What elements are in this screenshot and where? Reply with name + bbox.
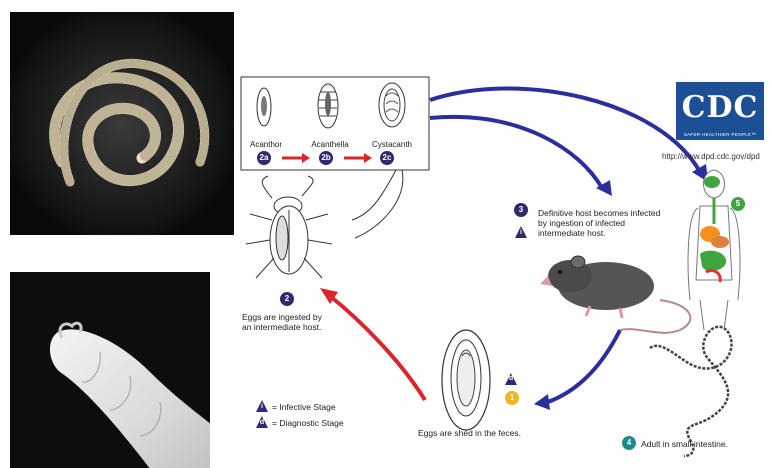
cdc-tagline: SAFER·HEALTHIER·PEOPLE™ <box>676 132 764 137</box>
adult-worm-drawing <box>650 327 732 456</box>
eggs-text: Eggs are shed in the feces. <box>418 428 521 438</box>
step3-badge: 3 <box>514 203 528 217</box>
step3-text: Definitive host becomes infected by inge… <box>538 208 668 238</box>
badge-2a: 2a <box>257 151 271 165</box>
legend-infective-symbol: i <box>256 403 268 410</box>
step3-i-symbol: i <box>515 229 527 236</box>
step4-badge: 4 <box>622 436 636 450</box>
cockroach-intermediate-host <box>246 176 332 278</box>
cdc-logo: CDC SAFER·HEALTHIER·PEOPLE™ <box>676 82 764 140</box>
blue-arrow-to-rat <box>430 117 602 188</box>
red-curved-arrow <box>330 296 425 400</box>
acanthella-larva <box>318 84 338 128</box>
step4-text: Adult in small intestine. <box>641 439 728 449</box>
acanthella-label: Acanthella <box>308 140 352 149</box>
acanthor-larva <box>257 88 271 126</box>
blue-arrow-to-eggs <box>548 330 620 402</box>
legend-diagnostic-symbol: d <box>256 419 268 426</box>
cystacanth-larva <box>379 83 405 127</box>
human-definitive-host <box>688 170 740 330</box>
badge-2c: 2c <box>380 151 394 165</box>
blue-arrow-to-human <box>430 88 700 172</box>
egg-drawing <box>442 330 490 430</box>
cdc-logo-text: CDC <box>676 90 764 125</box>
rat-definitive-host <box>540 256 690 333</box>
badge-2b: 2b <box>319 151 333 165</box>
eggs-d-symbol: d <box>505 375 517 382</box>
legend-infective-label: = Infective Stage <box>272 402 336 412</box>
cystacanth-label: Cystacanth <box>366 140 418 149</box>
step5-badge: 5 <box>731 197 745 211</box>
step2-text: Eggs are ingested by an intermediate hos… <box>242 312 328 332</box>
connector-line <box>355 170 403 238</box>
step2-badge: 2 <box>280 292 294 306</box>
acanthor-label: Acanthor <box>246 140 286 149</box>
cdc-url: http://www.dpd.cdc.gov/dpd <box>662 152 760 162</box>
legend-diagnostic-label: = Diagnostic Stage <box>272 418 344 428</box>
step1-badge: 1 <box>505 391 519 405</box>
